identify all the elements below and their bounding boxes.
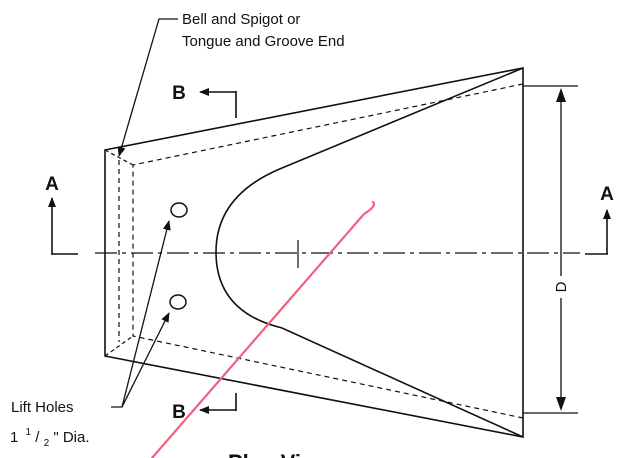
red-annotation-mark bbox=[150, 200, 376, 458]
lift-hole-diameter: 1 1 / 2 " Dia. bbox=[10, 422, 90, 450]
dimension-arrow-top bbox=[556, 88, 566, 102]
joint-dashed-corner-bottom bbox=[104, 335, 134, 357]
section-b-top-label: B bbox=[172, 83, 186, 104]
end-label-line1: Bell and Spigot or bbox=[182, 11, 300, 28]
lift-hole-lower bbox=[169, 294, 187, 310]
section-a-right-label: A bbox=[600, 184, 614, 205]
inner-dashed-edge bbox=[132, 83, 524, 419]
end-label-line2: Tongue and Groove End bbox=[182, 33, 345, 50]
dimension-label-gap bbox=[551, 276, 571, 298]
section-a-left-label: A bbox=[45, 174, 59, 195]
section-b-bottom-label: B bbox=[172, 402, 186, 423]
wing-curve bbox=[215, 67, 524, 438]
dimension-d-label: D bbox=[553, 281, 570, 292]
lift-hole-leader-lower bbox=[121, 312, 170, 408]
lift-hole-upper bbox=[170, 202, 188, 218]
view-title: Plan View bbox=[228, 450, 331, 458]
lift-holes-label: Lift Holes bbox=[11, 399, 74, 416]
lift-hole-leader-upper bbox=[111, 220, 171, 408]
end-leader-line bbox=[117, 18, 178, 157]
joint-dashed-corner-top bbox=[104, 149, 134, 166]
dimension-arrow-bottom bbox=[556, 397, 566, 411]
